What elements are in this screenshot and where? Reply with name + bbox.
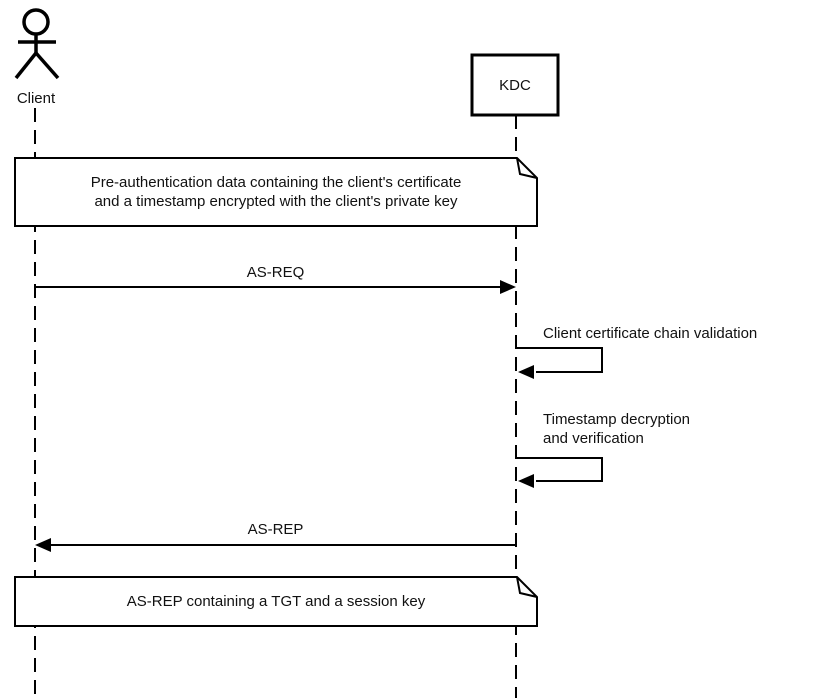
asreq-arrow [35, 280, 516, 294]
actor-leg-left [14, 51, 38, 80]
arrowhead-left-icon [35, 538, 51, 552]
asreq-message-label: AS-REQ [246, 264, 305, 281]
client-participant-label: Client [16, 90, 56, 107]
note-preauth [14, 157, 538, 227]
note-fold-icon [516, 157, 538, 179]
arrowhead-left-icon [518, 474, 534, 488]
self-message-2-label: Timestamp decryption and verification [543, 410, 690, 448]
self-message-1-loop [517, 347, 603, 379]
client-actor-icon [14, 8, 60, 80]
self-message-2-line-2: and verification [543, 430, 644, 447]
note-preauth-line-1: Pre-authentication data containing the c… [90, 174, 462, 191]
actor-head [22, 8, 50, 36]
note-asrep-text: AS-REP containing a TGT and a session ke… [15, 577, 537, 626]
arrowhead-left-icon [518, 365, 534, 379]
asrep-arrow [35, 538, 516, 552]
arrowhead-right-icon [500, 280, 516, 294]
note-fold-icon [516, 576, 538, 598]
note-preauth-line-2: and a timestamp encrypted with the clien… [94, 193, 458, 210]
kdc-participant-label: KDC [499, 76, 531, 94]
kdc-participant-box [470, 53, 560, 117]
self-message-2-line-1: Timestamp decryption [543, 411, 690, 428]
actor-leg-right [34, 51, 60, 80]
self-message-1-label: Client certificate chain validation [543, 325, 758, 342]
self-message-2-loop [517, 457, 603, 488]
note-asrep [14, 576, 538, 627]
asrep-message-label: AS-REP [247, 521, 304, 538]
note-preauth-text: Pre-authentication data containing the c… [15, 158, 537, 226]
note-asrep-line-1: AS-REP containing a TGT and a session ke… [126, 593, 426, 610]
